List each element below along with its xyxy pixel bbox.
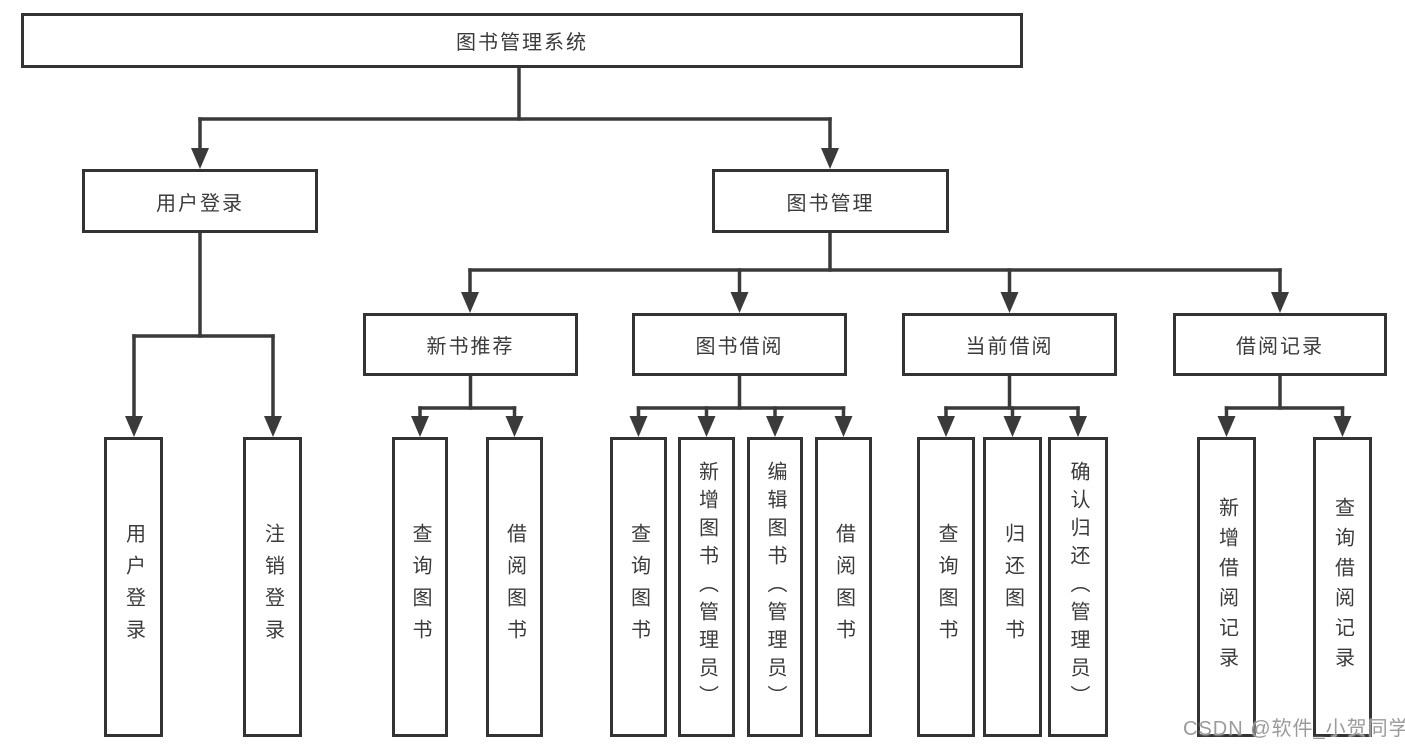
node-borrow-books-borrowing: 借阅图书: [815, 437, 872, 737]
node-label: 确认归还（管理员）: [1067, 461, 1089, 713]
node-label: 用户登录: [122, 523, 145, 651]
node-label: 查询图书: [935, 523, 957, 651]
node-new-book-recommendation: 新书推荐: [363, 313, 578, 376]
node-book-management: 图书管理: [712, 169, 949, 233]
node-label: 新书推荐: [426, 336, 515, 358]
node-borrowing-records: 借阅记录: [1173, 313, 1387, 376]
node-add-borrow-record: 新增借阅记录: [1197, 437, 1256, 737]
node-label: 查询借阅记录: [1331, 497, 1354, 677]
node-label: 借阅记录: [1236, 336, 1324, 358]
node-query-borrow-record: 查询借阅记录: [1313, 437, 1372, 737]
node-label: 归还图书: [1001, 523, 1024, 651]
node-add-book-admin: 新增图书（管理员）: [678, 437, 735, 737]
node-label: 图书管理系统: [456, 32, 588, 54]
node-query-books-recommend: 查询图书: [392, 437, 448, 737]
node-label: 图书借阅: [695, 336, 784, 358]
node-label: 用户登录: [156, 192, 244, 215]
csdn-watermark: CSDN @软件_小贺同学: [1183, 718, 1405, 740]
node-logout: 注销登录: [243, 437, 302, 737]
node-label: 查询图书: [409, 523, 431, 651]
node-label: 新增借阅记录: [1215, 497, 1238, 677]
node-book-borrowing: 图书借阅: [632, 313, 847, 376]
node-label: 借阅图书: [503, 523, 526, 651]
node-query-books-borrowing: 查询图书: [610, 437, 667, 737]
node-label: 当前借阅: [965, 336, 1054, 358]
node-label: 注销登录: [261, 523, 284, 651]
node-borrow-books-recommend: 借阅图书: [486, 437, 543, 737]
node-return-books: 归还图书: [983, 437, 1042, 737]
node-confirm-return-admin: 确认归还（管理员）: [1048, 437, 1108, 737]
node-user-login: 用户登录: [82, 169, 318, 233]
node-label: 新增图书（管理员）: [695, 461, 718, 713]
node-label: 图书管理: [786, 192, 875, 215]
node-edit-book-admin: 编辑图书（管理员）: [747, 437, 803, 737]
node-user-login-leaf: 用户登录: [104, 437, 163, 737]
node-library-management-system: 图书管理系统: [21, 13, 1023, 68]
node-label: 查询图书: [627, 523, 650, 651]
node-label: 编辑图书（管理员）: [764, 461, 786, 713]
node-query-books-current: 查询图书: [917, 437, 975, 737]
node-label: 借阅图书: [832, 523, 855, 651]
node-current-borrowing: 当前借阅: [902, 313, 1117, 376]
